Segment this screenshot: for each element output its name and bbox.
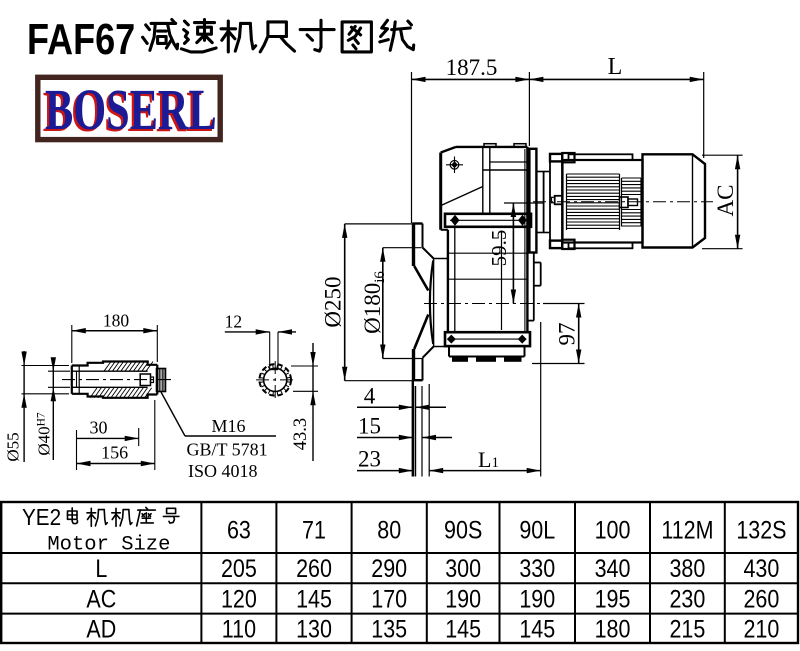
svg-text:170: 170: [371, 585, 407, 613]
svg-text:340: 340: [595, 554, 631, 582]
svg-text:59.5: 59.5: [487, 230, 511, 267]
svg-text:430: 430: [743, 554, 779, 582]
svg-text:145: 145: [519, 615, 555, 643]
svg-text:L: L: [608, 54, 623, 80]
svg-text:90L: 90L: [519, 516, 555, 544]
svg-text:80: 80: [377, 516, 401, 544]
svg-text:M16: M16: [211, 416, 245, 436]
svg-text:120: 120: [221, 585, 257, 613]
svg-text:180: 180: [103, 311, 130, 331]
svg-text:ISO 4018: ISO 4018: [188, 461, 258, 481]
svg-text:YE2: YE2: [22, 504, 61, 530]
svg-text:290: 290: [371, 554, 407, 582]
svg-text:260: 260: [743, 585, 779, 613]
svg-text:145: 145: [445, 615, 481, 643]
svg-text:380: 380: [669, 554, 705, 582]
svg-text:132S: 132S: [736, 516, 786, 544]
svg-text:156: 156: [101, 443, 128, 463]
svg-text:112M: 112M: [661, 516, 713, 544]
svg-text:130: 130: [296, 615, 332, 643]
svg-text:4: 4: [364, 384, 376, 409]
svg-text:205: 205: [221, 554, 257, 582]
svg-text:90S: 90S: [444, 516, 482, 544]
svg-text:145: 145: [296, 585, 332, 613]
svg-text:AC: AC: [86, 585, 116, 613]
svg-text:15: 15: [358, 414, 381, 439]
svg-text:300: 300: [445, 554, 481, 582]
svg-text:195: 195: [595, 585, 631, 613]
svg-text:Motor Size: Motor Size: [47, 534, 170, 557]
svg-text:110: 110: [222, 615, 256, 643]
svg-text:30: 30: [90, 418, 108, 438]
svg-text:GB/T 5781: GB/T 5781: [187, 440, 268, 460]
svg-text:100: 100: [595, 516, 631, 544]
svg-text:Ø250: Ø250: [321, 276, 346, 327]
svg-text:187.5: 187.5: [446, 55, 498, 80]
svg-text:Ø55: Ø55: [4, 432, 23, 461]
svg-text:L: L: [95, 554, 107, 582]
svg-text:BOSERL: BOSERL: [43, 80, 215, 144]
svg-text:210: 210: [743, 615, 779, 643]
svg-text:260: 260: [296, 554, 332, 582]
svg-text:190: 190: [445, 585, 481, 613]
svg-text:190: 190: [519, 585, 555, 613]
svg-text:330: 330: [519, 554, 555, 582]
svg-text:180: 180: [595, 615, 631, 643]
svg-text:BOSERL: BOSERL: [45, 78, 217, 142]
svg-text:97: 97: [555, 323, 580, 346]
svg-text:12: 12: [225, 312, 243, 332]
svg-text:230: 230: [669, 585, 705, 613]
svg-text:63: 63: [227, 516, 251, 544]
svg-text:AC: AC: [713, 185, 738, 217]
svg-text:FAF67: FAF67: [27, 15, 135, 64]
svg-text:23: 23: [358, 447, 381, 472]
svg-text:AD: AD: [86, 615, 116, 643]
svg-text:71: 71: [302, 516, 326, 544]
svg-text:135: 135: [371, 615, 407, 643]
svg-text:215: 215: [669, 615, 705, 643]
svg-text:43.3: 43.3: [291, 418, 311, 450]
